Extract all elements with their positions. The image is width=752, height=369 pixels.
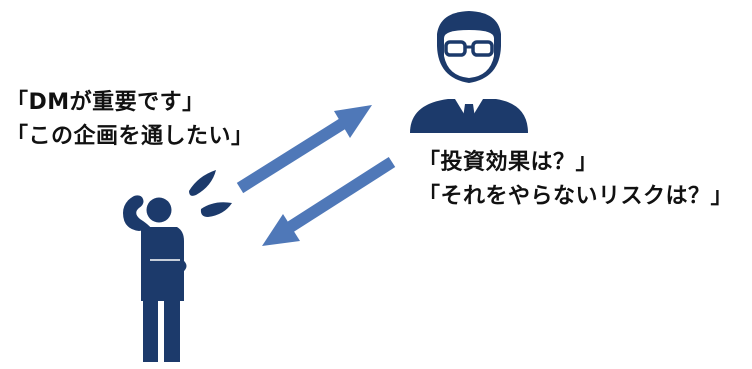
person-lower-arm (147, 260, 187, 272)
person-head (146, 197, 172, 223)
businessman-with-glasses-icon (410, 11, 528, 133)
person-right-leg (164, 300, 180, 362)
speaking-person-icon (123, 195, 187, 362)
manager-speech-line: 「投資効果は？」 (418, 150, 599, 175)
speech-drops-icon (189, 170, 232, 217)
person-speech: 「DMが重要です」 「この企画を通したい」 (6, 86, 254, 154)
person-left-leg (143, 300, 158, 362)
arrow-to-manager (236, 105, 372, 194)
person-raised-arm (123, 195, 152, 231)
manager-speech: 「投資効果は？」 「それをやらないリスクは？」 (418, 146, 733, 214)
person-speech-line: 「DMが重要です」 (6, 90, 205, 115)
arrow-to-person (262, 156, 396, 246)
manager-speech-line: 「それをやらないリスクは？」 (418, 184, 734, 209)
manager-tie (462, 104, 476, 133)
person-speech-line: 「この企画を通したい」 (6, 124, 254, 149)
